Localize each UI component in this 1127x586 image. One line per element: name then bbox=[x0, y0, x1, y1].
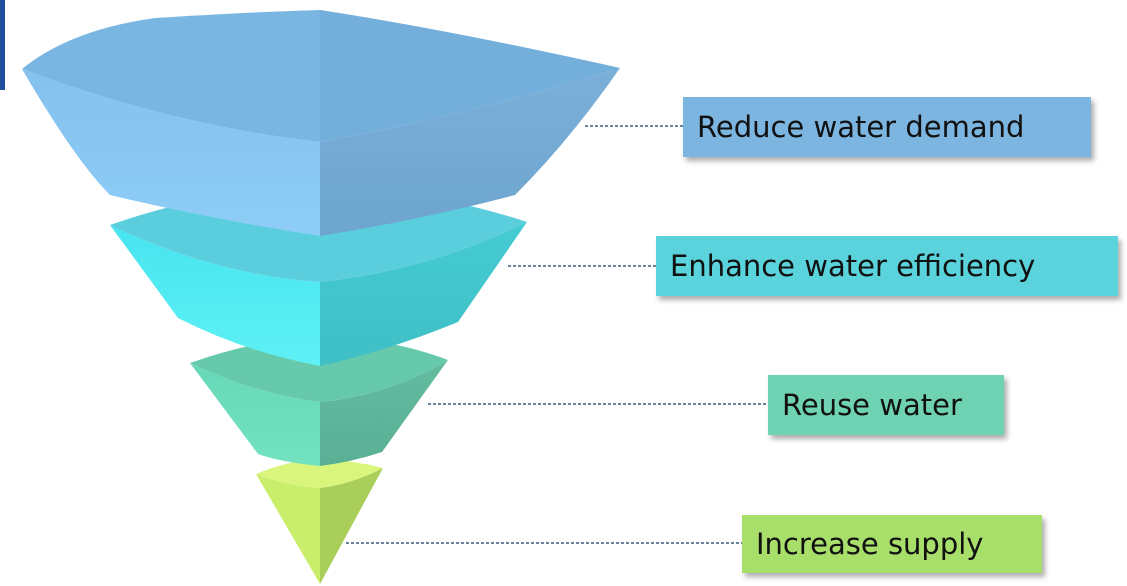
label-increase-supply: Increase supply bbox=[742, 515, 1042, 573]
funnel-level-reduce-demand bbox=[22, 10, 620, 236]
label-reuse-water: Reuse water bbox=[768, 375, 1004, 435]
accent-bar bbox=[0, 0, 5, 90]
funnel-level-increase-supply bbox=[256, 459, 383, 584]
label-enhance-water-efficiency: Enhance water efficiency bbox=[656, 236, 1118, 296]
funnel-level-reuse-water bbox=[190, 336, 448, 466]
label-reduce-water-demand: Reduce water demand bbox=[683, 97, 1091, 157]
